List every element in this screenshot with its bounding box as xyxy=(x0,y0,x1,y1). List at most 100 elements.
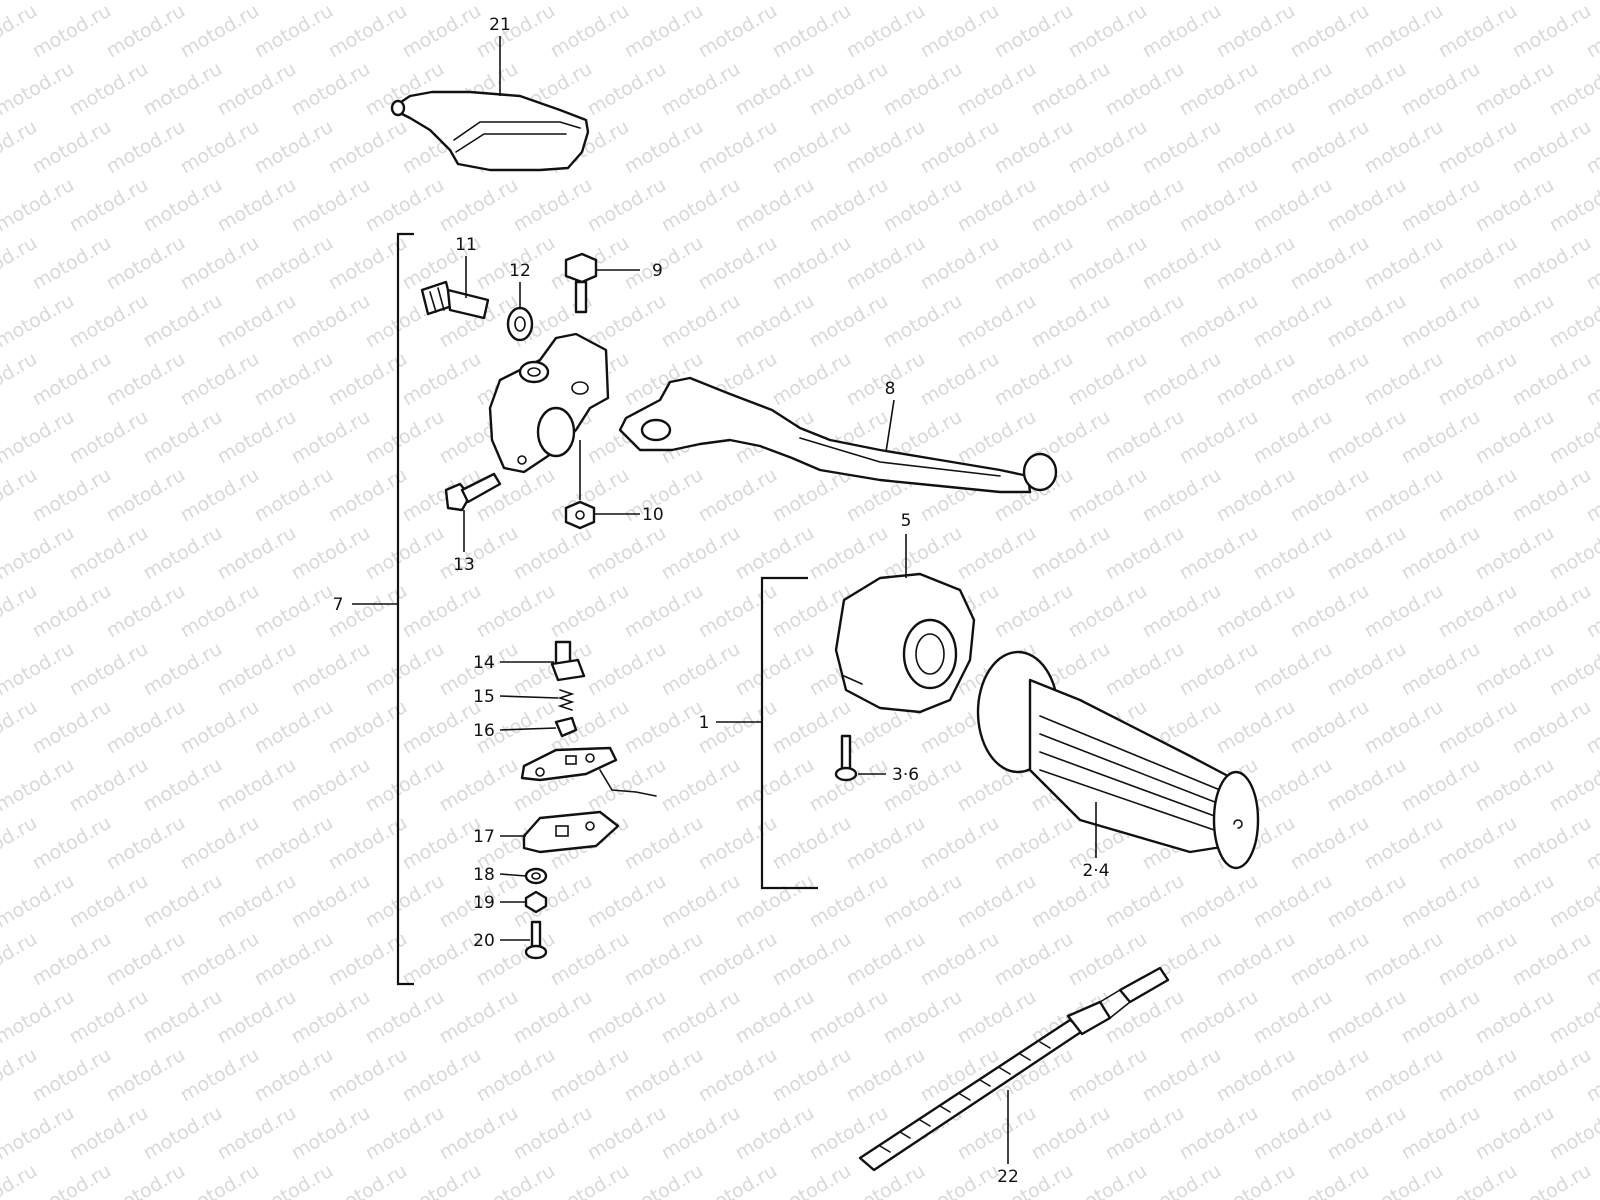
watermark-text: motod.ru xyxy=(1176,986,1262,1049)
callout-19: 19 xyxy=(473,893,495,913)
watermark-text: motod.ru xyxy=(177,232,263,295)
watermark-text: motod.ru xyxy=(584,0,670,4)
watermark-text: motod.ru xyxy=(732,638,818,701)
part-12-lock-nut xyxy=(506,306,534,342)
watermark-text: motod.ru xyxy=(843,0,929,62)
watermark-text: motod.ru xyxy=(399,928,485,991)
watermark-text: motod.ru xyxy=(1028,174,1114,237)
watermark-text: motod.ru xyxy=(1361,696,1447,759)
part-3-6-screw xyxy=(834,734,858,782)
watermark-text: motod.ru xyxy=(214,1102,300,1165)
watermark-text: motod.ru xyxy=(1102,1102,1188,1165)
watermark-text: motod.ru xyxy=(658,754,744,817)
watermark-text: motod.ru xyxy=(843,812,929,875)
watermark-text: motod.ru xyxy=(436,522,522,585)
watermark-text: motod.ru xyxy=(1435,1044,1521,1107)
watermark-text: motod.ru xyxy=(991,928,1077,991)
watermark-text: motod.ru xyxy=(1546,522,1600,585)
callout-8: 8 xyxy=(885,379,896,399)
watermark-text: motod.ru xyxy=(991,0,1077,62)
watermark-text: motod.ru xyxy=(362,522,448,585)
watermark-text: motod.ru xyxy=(1435,464,1521,527)
watermark-text: motod.ru xyxy=(140,1102,226,1165)
watermark-text: motod.ru xyxy=(0,986,78,1049)
watermark-text: motod.ru xyxy=(251,1160,337,1200)
watermark-text: motod.ru xyxy=(1472,870,1558,933)
part-5-throttle-housing xyxy=(834,572,976,714)
watermark-text: motod.ru xyxy=(732,0,818,4)
watermark-text: motod.ru xyxy=(1176,174,1262,237)
watermark-text: motod.ru xyxy=(510,1102,596,1165)
watermark-text: motod.ru xyxy=(621,232,707,295)
watermark-text: motod.ru xyxy=(140,406,226,469)
watermark-text: motod.ru xyxy=(140,522,226,585)
watermark-text: motod.ru xyxy=(103,696,189,759)
part-11-adjuster-bolt xyxy=(420,280,490,320)
watermark-text: motod.ru xyxy=(1324,290,1410,353)
callout-1: 1 xyxy=(699,713,710,733)
watermark-text: motod.ru xyxy=(29,1160,115,1200)
watermark-text: motod.ru xyxy=(1250,986,1336,1049)
watermark-text: motod.ru xyxy=(140,870,226,933)
watermark-text: motod.ru xyxy=(1509,232,1595,295)
watermark-text: motod.ru xyxy=(510,870,596,933)
watermark-text: motod.ru xyxy=(954,522,1040,585)
callout-16: 16 xyxy=(473,721,495,741)
watermark-text: motod.ru xyxy=(695,116,781,179)
watermark-text: motod.ru xyxy=(66,406,152,469)
watermark-text: motod.ru xyxy=(1139,116,1225,179)
part-21-lever-cover xyxy=(390,90,590,172)
watermark-text: motod.ru xyxy=(1324,0,1410,4)
watermark-text: motod.ru xyxy=(1250,870,1336,933)
watermark-text: motod.ru xyxy=(177,0,263,62)
watermark-text: motod.ru xyxy=(1361,116,1447,179)
watermark-text: motod.ru xyxy=(584,1102,670,1165)
part-8-clutch-lever xyxy=(618,376,1058,494)
part-10-pivot-nut xyxy=(564,500,596,530)
watermark-text: motod.ru xyxy=(66,174,152,237)
watermark-text: motod.ru xyxy=(1546,870,1600,933)
watermark-text: motod.ru xyxy=(1213,348,1299,411)
watermark-text: motod.ru xyxy=(695,1160,781,1200)
watermark-text: motod.ru xyxy=(1213,0,1299,62)
watermark-text: motod.ru xyxy=(103,348,189,411)
watermark-text: motod.ru xyxy=(1102,58,1188,121)
watermark-text: motod.ru xyxy=(1176,406,1262,469)
watermark-text: motod.ru xyxy=(288,870,374,933)
watermark-text: motod.ru xyxy=(288,754,374,817)
watermark-text: motod.ru xyxy=(1213,1160,1299,1200)
watermark-text: motod.ru xyxy=(29,928,115,991)
watermark-text: motod.ru xyxy=(140,290,226,353)
watermark-text: motod.ru xyxy=(1139,348,1225,411)
watermark-text: motod.ru xyxy=(1102,290,1188,353)
watermark-text: motod.ru xyxy=(1287,0,1373,62)
watermark-text: motod.ru xyxy=(880,290,966,353)
watermark-text: motod.ru xyxy=(1435,580,1521,643)
watermark-text: motod.ru xyxy=(621,696,707,759)
watermark-text: motod.ru xyxy=(1028,290,1114,353)
watermark-text: motod.ru xyxy=(214,290,300,353)
watermark-text: motod.ru xyxy=(1546,290,1600,353)
watermark-text: motod.ru xyxy=(1398,638,1484,701)
watermark-text: motod.ru xyxy=(621,116,707,179)
watermark-text: motod.ru xyxy=(1028,58,1114,121)
watermark-text: motod.ru xyxy=(1398,174,1484,237)
watermark-text: motod.ru xyxy=(66,870,152,933)
watermark-text: motod.ru xyxy=(0,522,78,585)
watermark-text: motod.ru xyxy=(1213,464,1299,527)
callout-22: 22 xyxy=(997,1167,1019,1187)
watermark-text: motod.ru xyxy=(1546,1102,1600,1165)
watermark-text: motod.ru xyxy=(103,812,189,875)
watermark-text: motod.ru xyxy=(1361,1160,1447,1200)
callout-3-6: 3·6 xyxy=(892,765,919,785)
watermark-text: motod.ru xyxy=(1472,986,1558,1049)
watermark-text: motod.ru xyxy=(1102,174,1188,237)
watermark-text: motod.ru xyxy=(843,1044,929,1107)
watermark-text: motod.ru xyxy=(917,928,1003,991)
watermark-text: motod.ru xyxy=(1324,1102,1410,1165)
watermark-text: motod.ru xyxy=(1213,1044,1299,1107)
watermark-text: motod.ru xyxy=(880,986,966,1049)
watermark-text: motod.ru xyxy=(1287,812,1373,875)
